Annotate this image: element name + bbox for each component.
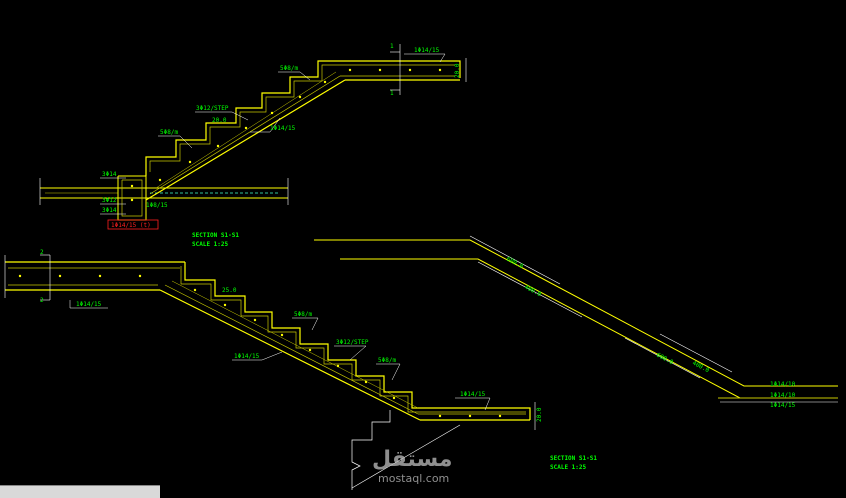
section-3-bar-a: 1Φ14/10 bbox=[770, 381, 796, 388]
section-2-ground bbox=[351, 410, 391, 490]
section-1-title: SECTION S1-S1 bbox=[192, 232, 239, 239]
watermark-latin: mostaql.com bbox=[378, 472, 449, 485]
section-2-mark-bottom: 2 bbox=[40, 297, 44, 304]
section-1-mark-a: 1 bbox=[390, 43, 394, 50]
section-2-main-bar bbox=[164, 284, 419, 415]
section-2-landing bbox=[5, 261, 185, 291]
section-2-soffit bbox=[159, 289, 421, 421]
section-1-main-bar bbox=[149, 75, 341, 195]
section-1-label-left-a: 3Φ14 bbox=[102, 171, 117, 178]
section-1-vert-dim: 20.0 bbox=[454, 63, 461, 78]
section-1-scale: SCALE 1:25 bbox=[192, 241, 229, 248]
section-1-red-box bbox=[107, 219, 159, 230]
section-1-leaders bbox=[100, 53, 446, 215]
section-1-steps bbox=[145, 60, 461, 176]
section-2-title: SECTION S1-S1 bbox=[550, 455, 597, 462]
section-1-label-left-b: 3Φ12 bbox=[102, 197, 117, 204]
section-2-cut-marks bbox=[4, 254, 51, 301]
section-1-label-bottom-bar: 1Φ8/15 bbox=[146, 202, 168, 209]
section-2-leaders bbox=[69, 300, 491, 411]
section-2: 2 2 1Φ14/15 25.0 5Φ8/m 3Φ12/STEP 1Φ14/15… bbox=[4, 249, 597, 490]
section-2-label-dim-a: 25.0 bbox=[222, 287, 237, 294]
section-2-label-landing-bar: 1Φ14/15 bbox=[460, 391, 486, 398]
section-3-profile bbox=[314, 239, 838, 399]
section-2-steps-inner bbox=[180, 266, 526, 413]
section-3-dim-c: 600.0 bbox=[655, 352, 675, 367]
section-1-cut-marks bbox=[390, 44, 467, 95]
section-2-label-left-bar: 1Φ14/15 bbox=[76, 301, 102, 308]
section-1-label-dim-a: 20.0 bbox=[212, 117, 227, 124]
section-1-red-note: 1Φ14/15 (t) bbox=[111, 222, 151, 229]
section-1-rebar-dots bbox=[130, 68, 442, 202]
section-3-bar-b: 1Φ14/10 bbox=[770, 392, 796, 399]
section-2-label-stirrup-c: 5Φ8/m bbox=[378, 357, 396, 364]
section-1-label-stirrup-c: 5Φ8/m bbox=[160, 129, 178, 136]
section-1-label-left-c: 3Φ14 bbox=[102, 207, 117, 214]
horizontal-scrollbar[interactable] bbox=[0, 485, 160, 498]
section-1-label-stirrup-b: 3Φ12/STEP bbox=[196, 105, 229, 112]
section-1-mark-b: 1 bbox=[390, 90, 394, 97]
section-1-slab bbox=[39, 178, 289, 205]
section-3-bar-c: 1Φ14/15 bbox=[770, 402, 796, 409]
section-2-label-stirrup-a: 5Φ8/m bbox=[294, 311, 312, 318]
section-2-mark-top: 2 bbox=[40, 249, 44, 256]
section-1-label-top-bar: 1Φ14/15 bbox=[414, 47, 440, 54]
section-1-label-stirrup-a: 5Φ8/m bbox=[280, 65, 298, 72]
section-2-rebar-dots bbox=[18, 274, 502, 418]
section-2-vert-dim: 20.0 bbox=[536, 407, 543, 422]
section-3-dim-a: 600.0 bbox=[505, 256, 525, 271]
watermark: مستقل mostaql.com bbox=[372, 447, 452, 485]
section-3: 600.0 400.0 600.0 400.0 1Φ14/10 1Φ14/10 … bbox=[314, 235, 838, 409]
section-1: 5Φ8/m 3Φ12/STEP 20.0 5Φ8/m 1Φ14/15 1Φ14/… bbox=[39, 43, 467, 248]
watermark-arabic: مستقل bbox=[372, 447, 452, 472]
section-2-scale: SCALE 1:25 bbox=[550, 464, 587, 471]
section-2-steps bbox=[184, 262, 531, 420]
section-3-dim-lines bbox=[469, 235, 838, 403]
section-3-dim-d: 400.0 bbox=[691, 360, 711, 375]
section-2-label-stirrup-b: 3Φ12/STEP bbox=[336, 339, 369, 346]
section-2-label-main-bar: 1Φ14/15 bbox=[234, 353, 260, 360]
section-3-dim-b: 400.0 bbox=[523, 284, 543, 299]
section-1-steps-inner bbox=[149, 64, 455, 172]
section-1-label-main-bar: 1Φ14/15 bbox=[270, 125, 296, 132]
section-1-soffit bbox=[145, 79, 346, 201]
